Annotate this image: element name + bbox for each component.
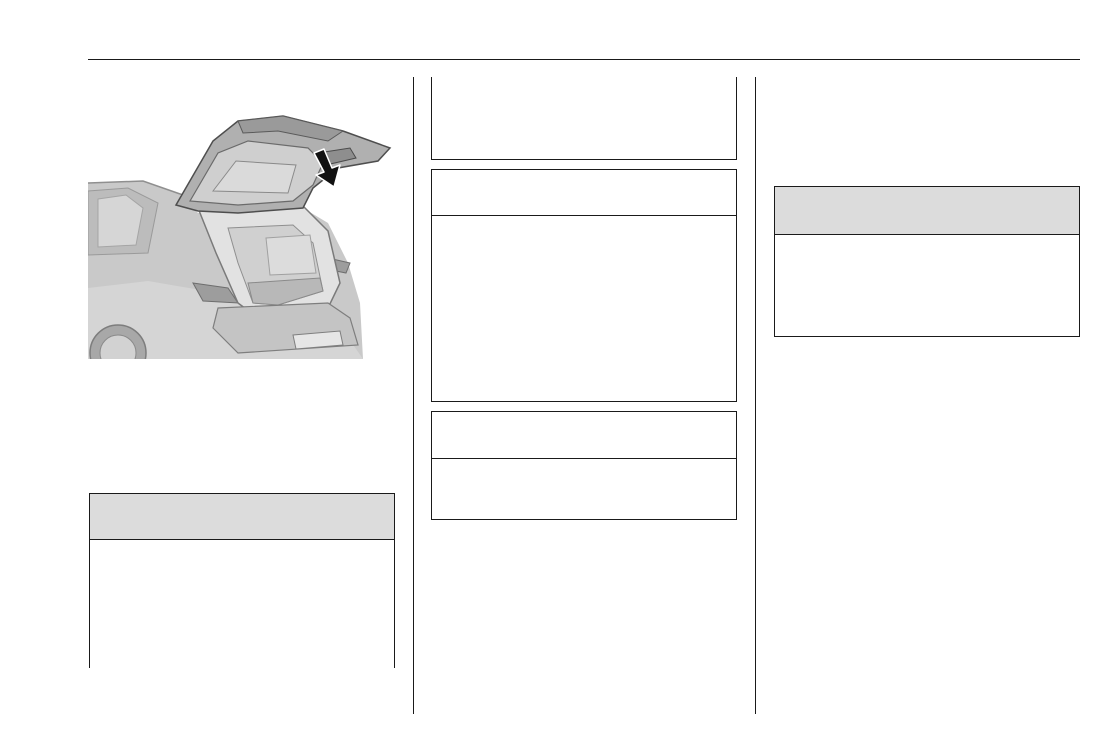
notice-box-right xyxy=(774,186,1080,337)
header-rule xyxy=(88,59,1080,60)
notice-box-left xyxy=(89,493,395,668)
notice-box-middle-1 xyxy=(431,169,737,402)
notice-box-middle-1-header xyxy=(432,170,736,216)
notice-box-middle-2 xyxy=(431,411,737,520)
notice-box-left-header xyxy=(90,494,394,540)
continued-box xyxy=(431,77,737,160)
push-down-arrow-icon xyxy=(313,148,341,188)
notice-box-middle-2-header xyxy=(432,412,736,459)
tailgate-illustration xyxy=(88,113,392,359)
column-divider-1 xyxy=(413,77,414,714)
notice-box-right-header xyxy=(775,187,1079,235)
column-divider-2 xyxy=(755,77,756,714)
